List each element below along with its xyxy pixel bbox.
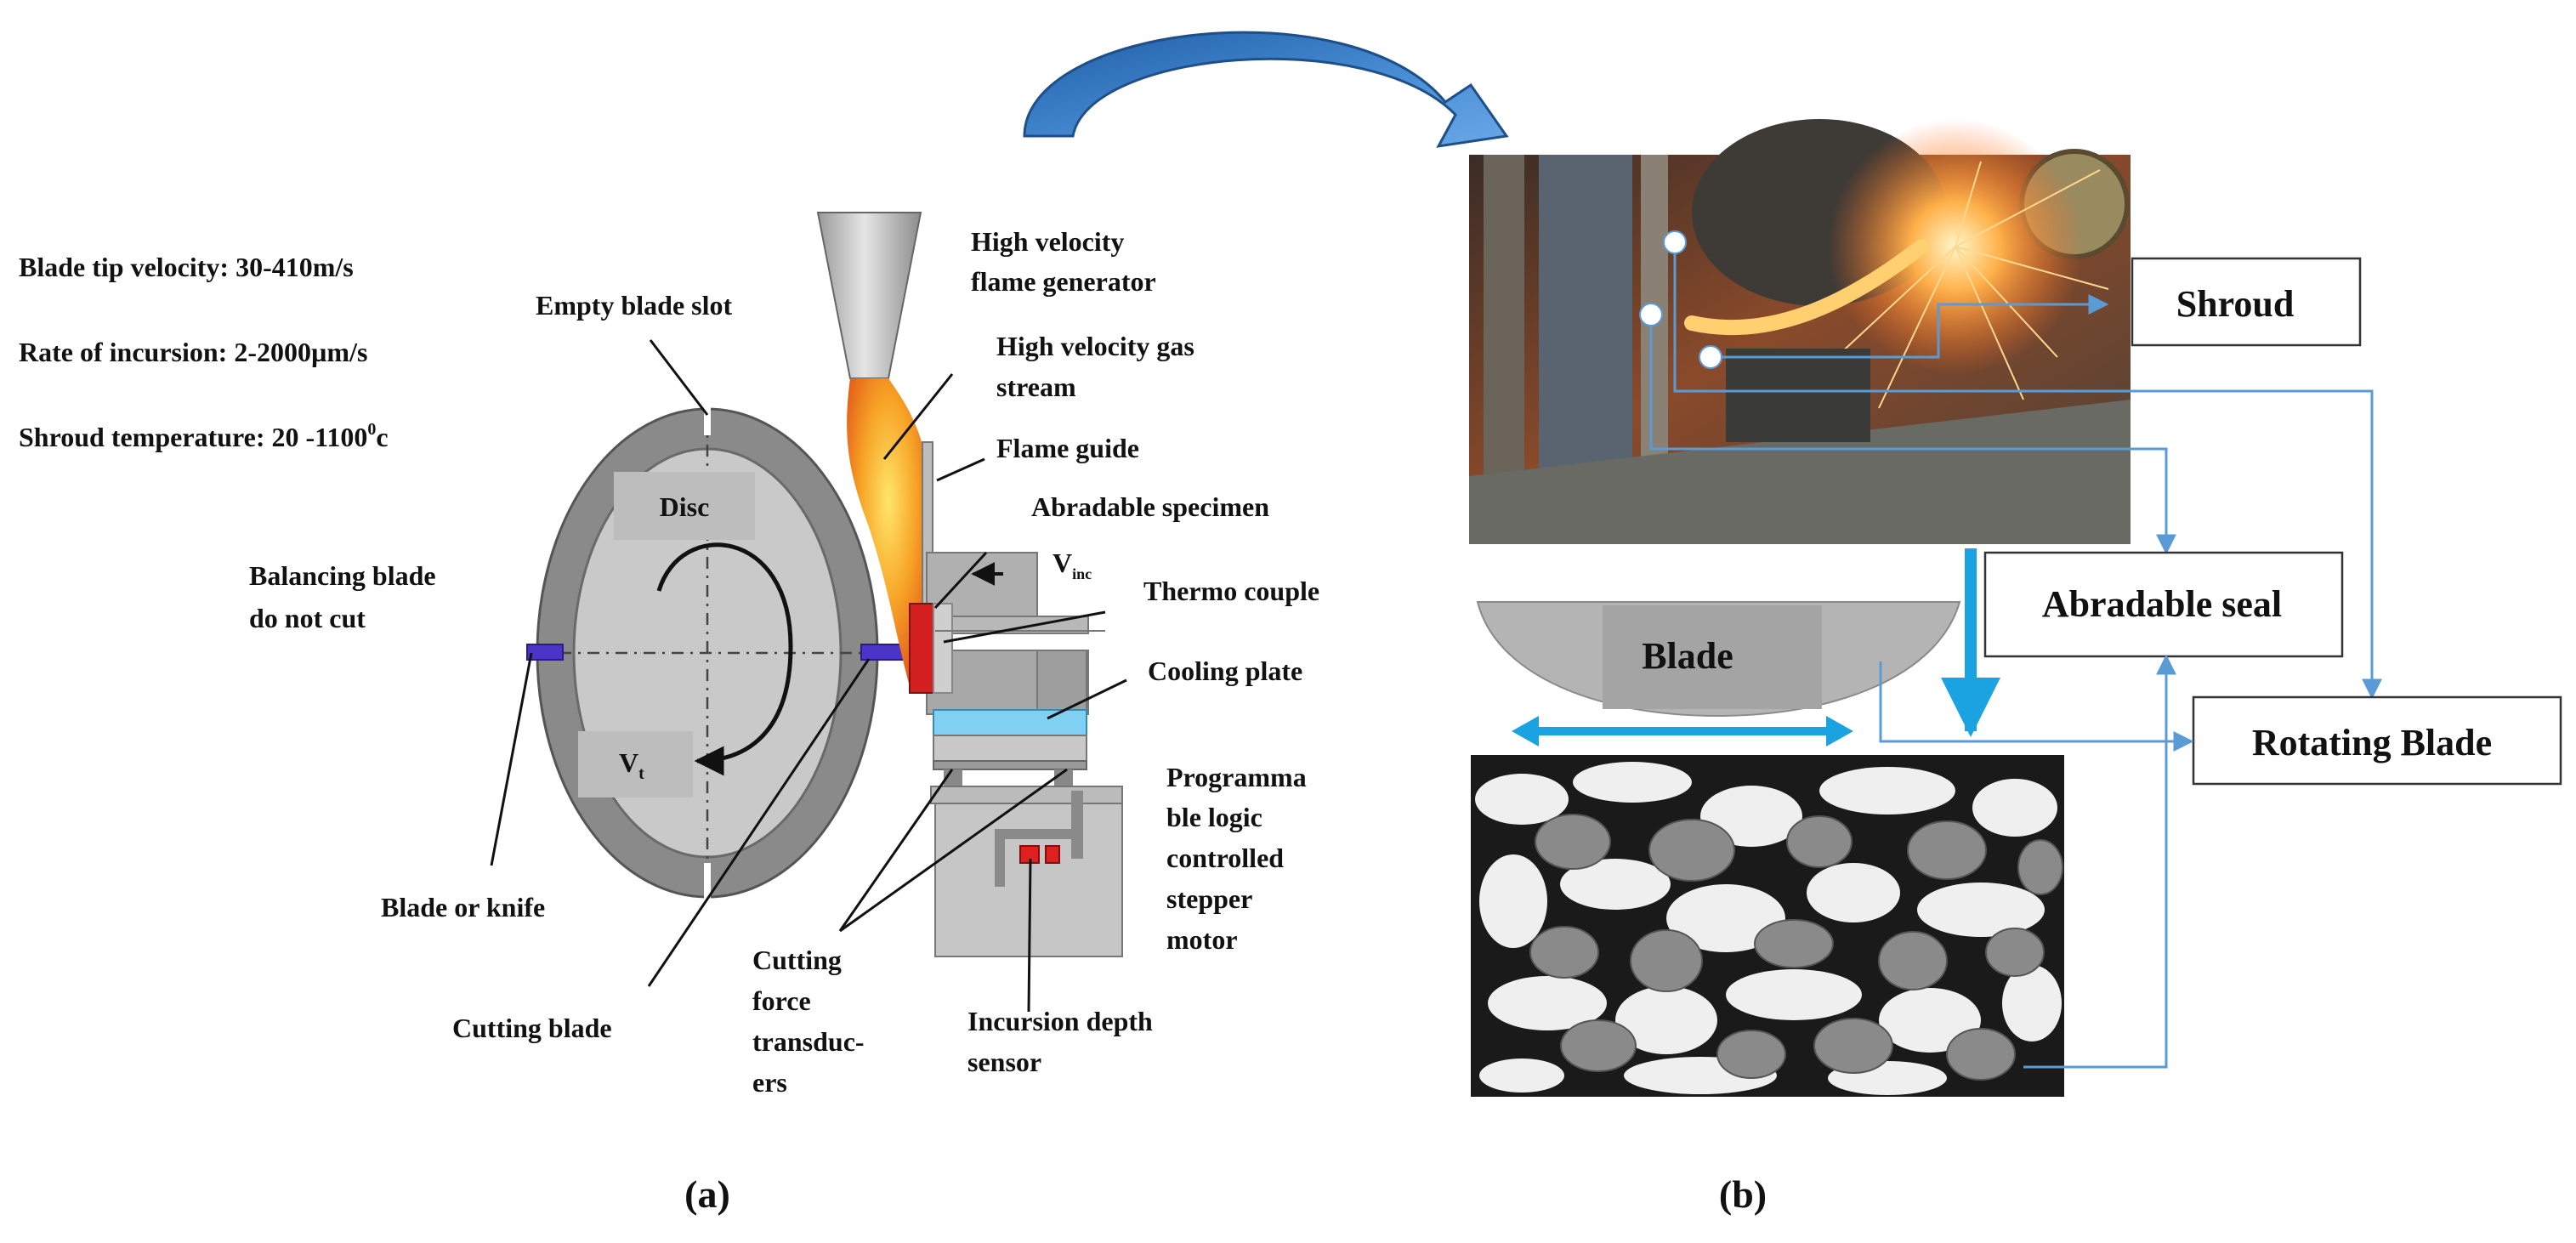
drive-post xyxy=(995,829,1005,887)
micrograph xyxy=(1471,755,2064,1097)
vinc-label: Vinc xyxy=(1053,548,1092,582)
specimen-holder xyxy=(933,603,953,694)
marker-blade-point xyxy=(1663,230,1687,254)
connector-to-shroud xyxy=(1711,294,2109,359)
empty-blade-slot-top xyxy=(704,400,711,435)
rotation-arrow xyxy=(656,542,793,776)
disc-assembly: Disc Vt xyxy=(526,400,906,899)
disc-label-box xyxy=(614,472,755,540)
callout-lines-a xyxy=(490,339,1127,1013)
rotating-blade-label: Rotating Blade xyxy=(2252,722,2492,763)
abradable-specimen-label: Abradable specimen xyxy=(1031,491,1269,522)
vt-label: Vt xyxy=(619,747,644,783)
lead-screw xyxy=(1071,791,1083,859)
depth-sensor-2 xyxy=(1045,845,1060,864)
cutting-blade-label: Cutting blade xyxy=(452,1013,612,1043)
marker-seal-point xyxy=(1639,303,1663,326)
cooling-plate xyxy=(933,709,1087,736)
rotating-blade-box xyxy=(2192,695,2562,786)
specimen-fixture xyxy=(909,552,1123,957)
force-transducer-label-1: Cutting xyxy=(752,945,842,975)
abradable-specimen-block xyxy=(909,603,936,694)
micrograph-particles xyxy=(1529,814,2063,1081)
plc-label-4: stepper xyxy=(1166,883,1252,914)
connector-micrograph-to-seal xyxy=(2023,654,2176,1069)
panel-a: Blade tip velocity: 30-410m/s Rate of in… xyxy=(19,212,1319,1216)
fixture-right xyxy=(1036,650,1087,715)
incursion-depth-label-2: sensor xyxy=(967,1047,1041,1077)
balancing-blade-label-2: do not cut xyxy=(249,603,366,633)
disc-label: Disc xyxy=(660,491,710,522)
connector-blade-to-rotating-blade xyxy=(1879,661,2194,752)
photo-connectors xyxy=(1649,242,2382,700)
connector-to-rotating-blade xyxy=(1673,242,2382,700)
cooling-plate-label: Cooling plate xyxy=(1148,656,1302,686)
empty-blade-slot-label: Empty blade slot xyxy=(536,290,732,321)
transducer-plate xyxy=(933,760,1087,770)
rig-photo-holder xyxy=(1726,349,1870,442)
flame-generator-label-2: flame generator xyxy=(971,266,1156,297)
plc-label-5: motor xyxy=(1166,924,1238,955)
blade-slot-bottom xyxy=(704,863,711,899)
slide-rail xyxy=(930,786,1123,804)
balancing-blade-label-1: Balancing blade xyxy=(249,560,436,591)
gas-stream-label-1: High velocity gas xyxy=(996,331,1194,361)
blade-width-arrow-right xyxy=(1826,716,1853,746)
shroud-temperature-label: Shroud temperature: 20 -11000c xyxy=(19,420,389,452)
blade-label-box xyxy=(1603,605,1822,709)
panel-b: Shroud Abradable seal Rotating Blade Bla… xyxy=(1469,119,2562,1216)
balancing-blade xyxy=(526,644,564,661)
panel-link-arrow xyxy=(1023,31,1509,148)
rig-photo-flame-arc xyxy=(1684,239,1929,336)
flame-generator-nozzle xyxy=(816,212,922,379)
force-transducer-label-2: force xyxy=(752,985,811,1016)
vt-label-box xyxy=(578,731,693,797)
force-transducer-label-3: transduc- xyxy=(752,1026,865,1057)
caption-a: (a) xyxy=(684,1172,730,1216)
cutting-blade-knife xyxy=(860,644,906,661)
thermo-couple-label: Thermo couple xyxy=(1143,576,1319,606)
rig-photo-sparks xyxy=(1836,161,2109,409)
incursion-depth-label-1: Incursion depth xyxy=(967,1006,1153,1036)
drive-bar xyxy=(995,829,1071,839)
plc-label-2: ble logic xyxy=(1166,802,1262,832)
abradable-seal-label: Abradable seal xyxy=(2042,583,2282,625)
flame-generator-label-1: High velocity xyxy=(971,226,1124,257)
plc-label-3: controlled xyxy=(1166,843,1284,873)
rig-photo xyxy=(1469,119,2131,544)
connector-to-abradable-seal xyxy=(1649,315,2176,555)
shroud-box xyxy=(2131,257,2362,347)
plc-label-1: Programma xyxy=(1166,762,1307,792)
blade-width-arrow-left xyxy=(1512,716,1539,746)
platform xyxy=(933,735,1087,762)
marker-shroud-point xyxy=(1699,345,1722,369)
gas-stream-label-2: stream xyxy=(996,372,1076,402)
caption-b: (b) xyxy=(1719,1172,1767,1216)
flame-guide-label: Flame guide xyxy=(996,433,1139,463)
incursion-rate-label: Rate of incursion: 2-2000µm/s xyxy=(19,337,367,367)
force-transducer-label-4: ers xyxy=(752,1067,787,1098)
tip-velocity-label: Blade tip velocity: 30-410m/s xyxy=(19,252,354,282)
shroud-label: Shroud xyxy=(2176,283,2295,325)
abradable-seal-box xyxy=(1983,551,2344,658)
blade-label: Blade xyxy=(1642,635,1733,677)
blade-or-knife-label: Blade or knife xyxy=(381,892,545,922)
rig-photo-baseplate xyxy=(1469,400,2131,544)
